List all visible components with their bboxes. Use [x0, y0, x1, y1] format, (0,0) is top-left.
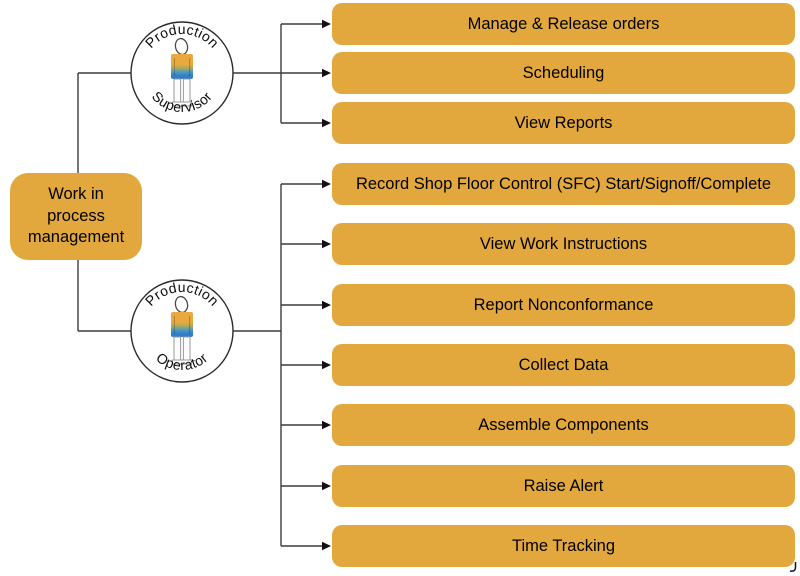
person-base [172, 101, 192, 107]
arrowhead-icon [322, 420, 331, 430]
use-case-box: Assemble Components [332, 404, 795, 446]
use-case-box: Scheduling [332, 52, 795, 94]
use-case-box: View Work Instructions [332, 223, 795, 265]
arrowhead-icon [322, 179, 331, 189]
arrowhead-icon [322, 239, 331, 249]
use-case-label: View Work Instructions [479, 234, 648, 253]
use-case-label: Manage & Release orders [467, 14, 660, 33]
person-torso [171, 54, 193, 79]
use-case-box: Manage & Release orders [332, 3, 795, 45]
arrowhead-icon [322, 300, 331, 310]
use-case-label: Collect Data [518, 355, 609, 374]
person-icon [171, 295, 193, 365]
use-case-box: Time Tracking [332, 525, 795, 567]
root-node-work-in-process-management: Work in process management [10, 173, 142, 260]
use-case-box: Record Shop Floor Control (SFC) Start/Si… [332, 163, 795, 205]
arrowhead-icon [322, 118, 331, 128]
use-case-box: Collect Data [332, 344, 795, 386]
use-case-label: Scheduling [522, 63, 605, 82]
use-case-label: Assemble Components [478, 415, 649, 434]
use-case-box: View Reports [332, 102, 795, 144]
use-case-label: Report Nonconformance [473, 295, 654, 314]
arrowhead-icon [322, 68, 331, 78]
arrowhead-icon [322, 481, 331, 491]
person-torso [171, 312, 193, 337]
use-case-label: Time Tracking [512, 536, 615, 555]
arrowhead-icon [322, 360, 331, 370]
person-base [172, 359, 192, 365]
arrowhead-icon [322, 19, 331, 29]
arrowhead-icon [322, 541, 331, 551]
use-case-label: Raise Alert [523, 476, 604, 495]
use-case-label: View Reports [514, 113, 613, 132]
use-case-box: Report Nonconformance [332, 284, 795, 326]
use-case-box: Raise Alert [332, 465, 795, 507]
person-icon [171, 37, 193, 107]
stray-corner-mark [789, 562, 797, 572]
actor-label-bottom-arc: Operator [153, 349, 210, 373]
use-case-label: Record Shop Floor Control (SFC) Start/Si… [355, 174, 772, 193]
